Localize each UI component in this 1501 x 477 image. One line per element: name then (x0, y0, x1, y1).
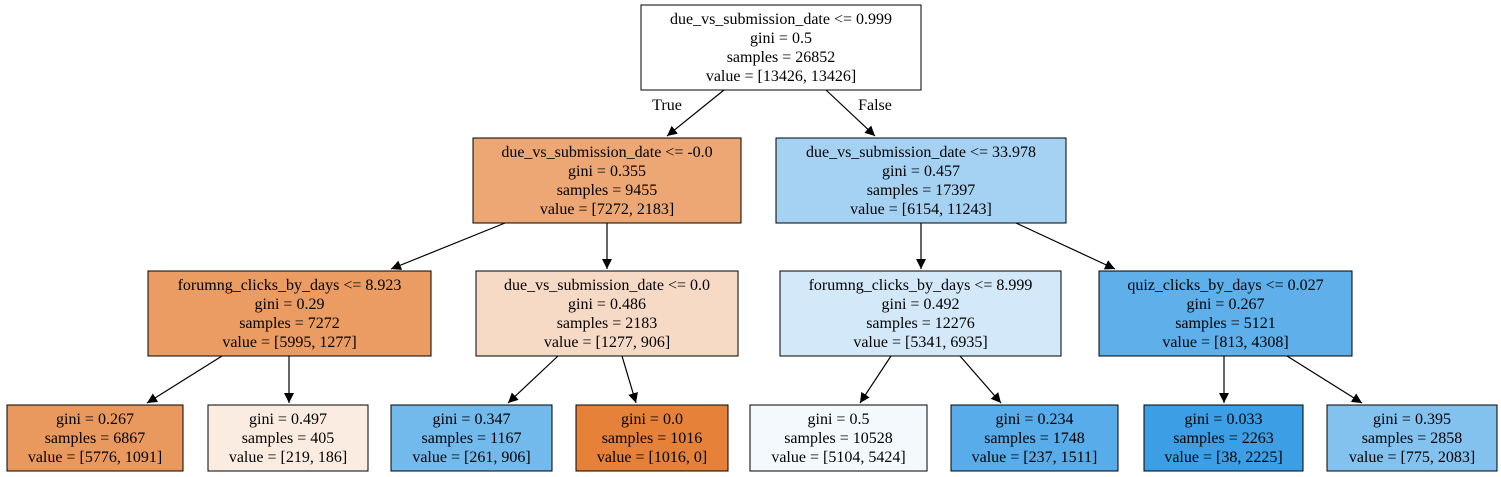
node-text-line: value = [6154, 11243] (850, 201, 992, 218)
node-text-line: samples = 9455 (557, 182, 658, 199)
tree-node-n2: due_vs_submission_date <= 33.978 gini = 0… (775, 137, 1067, 224)
node-text-line: value = [5776, 1091] (28, 449, 162, 466)
tree-node-n14: gini = 0.395 samples = 2858 value = [775, … (1326, 404, 1498, 472)
tree-node-n10: gini = 0.0 samples = 1016 value = [1016, 0… (575, 404, 729, 472)
node-text-line: samples = 5121 (1175, 315, 1276, 332)
tree-node-n9: gini = 0.347 samples = 1167 value = [261, … (390, 404, 553, 472)
tree-node-n8: gini = 0.497 samples = 405 value = [219, 1… (207, 404, 369, 472)
tree-node-n12: gini = 0.234 samples = 1748 value = [237, … (950, 404, 1119, 472)
node-box (640, 4, 922, 91)
node-text-line: forumng_clicks_by_days <= 8.999 (809, 277, 1033, 294)
node-box (950, 404, 1119, 472)
node-text-line: gini = 0.234 (996, 411, 1074, 428)
node-text-line: value = [775, 2083] (1349, 449, 1475, 466)
node-text-line: due_vs_submission_date <= -0.0 (501, 144, 712, 161)
node-text-line: gini = 0.347 (433, 411, 511, 428)
node-text-line: gini = 0.497 (249, 411, 327, 428)
node-text-line: gini = 0.0 (621, 411, 683, 428)
edges-layer (146, 89, 1363, 404)
node-text-line: gini = 0.457 (882, 163, 960, 180)
edge-n5-n11 (859, 355, 892, 404)
node-text-line: samples = 7272 (239, 315, 340, 332)
node-text-line: gini = 0.5 (808, 411, 870, 428)
edge-n4-n9 (507, 355, 559, 404)
tree-node-n6: quiz_clicks_by_days <= 0.027 gini = 0.267… (1098, 270, 1353, 357)
node-text-line: samples = 17397 (867, 182, 976, 199)
node-text-line: samples = 26852 (727, 49, 836, 66)
node-text-line: due_vs_submission_date <= 0.999 (670, 11, 892, 28)
node-box (779, 270, 1062, 357)
node-text-line: value = [813, 4308] (1162, 334, 1288, 351)
node-text-line: gini = 0.355 (568, 163, 646, 180)
node-box (472, 137, 742, 224)
node-text-line: value = [5995, 1277] (222, 334, 356, 351)
edge-n1-n3 (390, 222, 506, 270)
edge-n3-n7 (146, 355, 223, 404)
node-text-line: samples = 12276 (866, 315, 975, 332)
node-text-line: samples = 2263 (1173, 430, 1274, 447)
tree-node-n1: due_vs_submission_date <= -0.0 gini = 0.3… (472, 137, 742, 224)
edge-n2-n6 (1015, 222, 1116, 270)
edge-n0-n1 (666, 89, 725, 137)
node-text-line: gini = 0.492 (882, 296, 960, 313)
node-text-line: forumng_clicks_by_days <= 8.923 (178, 277, 402, 294)
tree-node-n3: forumng_clicks_by_days <= 8.923 gini = 0.… (147, 270, 432, 357)
node-box (775, 137, 1067, 224)
node-text-line: due_vs_submission_date <= 33.978 (806, 144, 1036, 161)
node-text-line: gini = 0.395 (1373, 411, 1451, 428)
node-text-line: gini = 0.267 (1187, 296, 1265, 313)
node-box (749, 404, 928, 472)
node-box (475, 270, 739, 357)
node-text-line: value = [219, 186] (229, 449, 347, 466)
tree-node-n7: gini = 0.267 samples = 6867 value = [5776,… (6, 404, 184, 472)
node-box (147, 270, 432, 357)
edge-n0-n2 (825, 89, 876, 137)
node-text-line: value = [1277, 906] (544, 334, 670, 351)
node-text-line: value = [13426, 13426] (706, 68, 856, 85)
node-text-line: due_vs_submission_date <= 0.0 (504, 277, 710, 294)
node-text-line: samples = 2183 (557, 315, 658, 332)
node-text-line: gini = 0.5 (750, 30, 812, 47)
node-box (390, 404, 553, 472)
node-text-line: value = [237, 1511] (972, 449, 1098, 466)
tree-node-n4: due_vs_submission_date <= 0.0 gini = 0.48… (475, 270, 739, 357)
node-text-line: value = [38, 2225] (1164, 449, 1282, 466)
node-box (1326, 404, 1498, 472)
edge-label-true: True (652, 97, 682, 114)
node-box (575, 404, 729, 472)
node-text-line: value = [261, 906] (412, 449, 530, 466)
node-text-line: gini = 0.267 (56, 411, 134, 428)
node-box (207, 404, 369, 472)
edge-label-false: False (858, 97, 892, 114)
node-text-line: value = [7272, 2183] (540, 201, 674, 218)
node-text-line: gini = 0.29 (255, 296, 325, 313)
tree-node-n11: gini = 0.5 samples = 10528 value = [5104, … (749, 404, 928, 472)
node-text-line: value = [5104, 5424] (771, 449, 905, 466)
node-box (1143, 404, 1304, 472)
node-text-line: samples = 1016 (602, 430, 703, 447)
node-text-line: value = [1016, 0] (597, 449, 707, 466)
tree-node-n13: gini = 0.033 samples = 2263 value = [38, 2… (1143, 404, 1304, 472)
node-box (1098, 270, 1353, 357)
tree-node-n5: forumng_clicks_by_days <= 8.999 gini = 0.… (779, 270, 1062, 357)
nodes-layer: due_vs_submission_date <= 0.999 gini = 0.… (6, 4, 1498, 472)
edge-n6-n14 (1286, 355, 1363, 404)
node-text-line: samples = 6867 (45, 430, 146, 447)
node-text-line: samples = 1748 (984, 430, 1085, 447)
node-text-line: samples = 2858 (1362, 430, 1463, 447)
node-text-line: samples = 10528 (784, 430, 893, 447)
edge-n5-n12 (959, 355, 1002, 404)
node-text-line: value = [5341, 6935] (853, 334, 987, 351)
node-text-line: gini = 0.033 (1185, 411, 1263, 428)
tree-node-n0: due_vs_submission_date <= 0.999 gini = 0.… (640, 4, 922, 91)
node-text-line: gini = 0.486 (568, 296, 646, 313)
node-text-line: samples = 405 (242, 430, 335, 447)
node-text-line: samples = 1167 (422, 430, 522, 447)
node-box (6, 404, 184, 472)
edge-n4-n10 (621, 355, 638, 404)
node-text-line: quiz_clicks_by_days <= 0.027 (1127, 277, 1323, 294)
